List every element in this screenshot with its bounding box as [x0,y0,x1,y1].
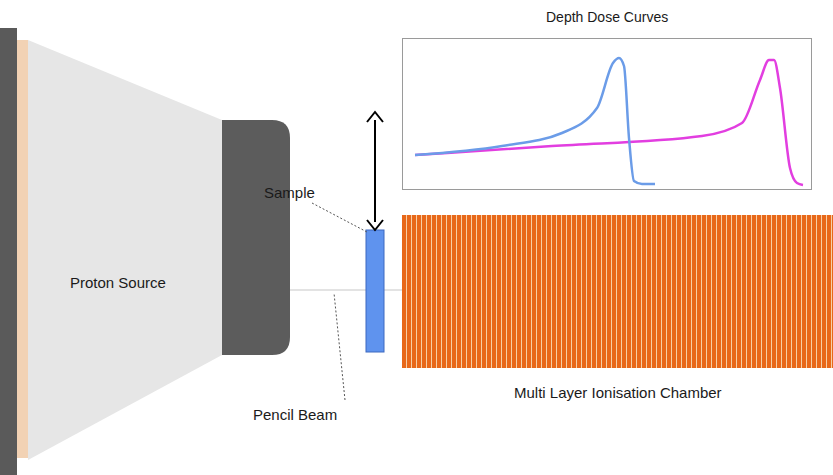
proton-source: Proton Source [28,40,222,460]
ionisation-chamber: Multi Layer Ionisation Chamber [402,215,833,405]
sample-label: Sample [264,184,315,202]
chamber-layers [402,215,833,368]
dose-curve [415,60,803,185]
source-label: Proton Source [70,274,166,292]
mounting-plate [0,28,17,475]
source-body [28,40,222,460]
dose-curve [415,58,655,184]
depth-dose-panel: Depth Dose Curves [402,4,812,190]
dose-plot [402,4,812,190]
plot-frame [403,39,812,190]
pencil-beam [290,289,402,290]
panel-title: Depth Dose Curves [546,8,668,26]
ionisation-chamber [402,215,833,405]
beam-label: Pencil Beam [253,406,337,424]
sample-block [366,230,384,352]
nozzle [222,120,290,355]
leader-line [334,293,345,400]
motion-arrowhead [367,220,383,230]
chamber-label: Multi Layer Ionisation Chamber [514,384,722,402]
motion-arrowhead [367,112,383,122]
motion-arrow [374,120,376,222]
leader-line [312,203,367,232]
source-housing [28,40,222,460]
source-flange [17,40,28,458]
